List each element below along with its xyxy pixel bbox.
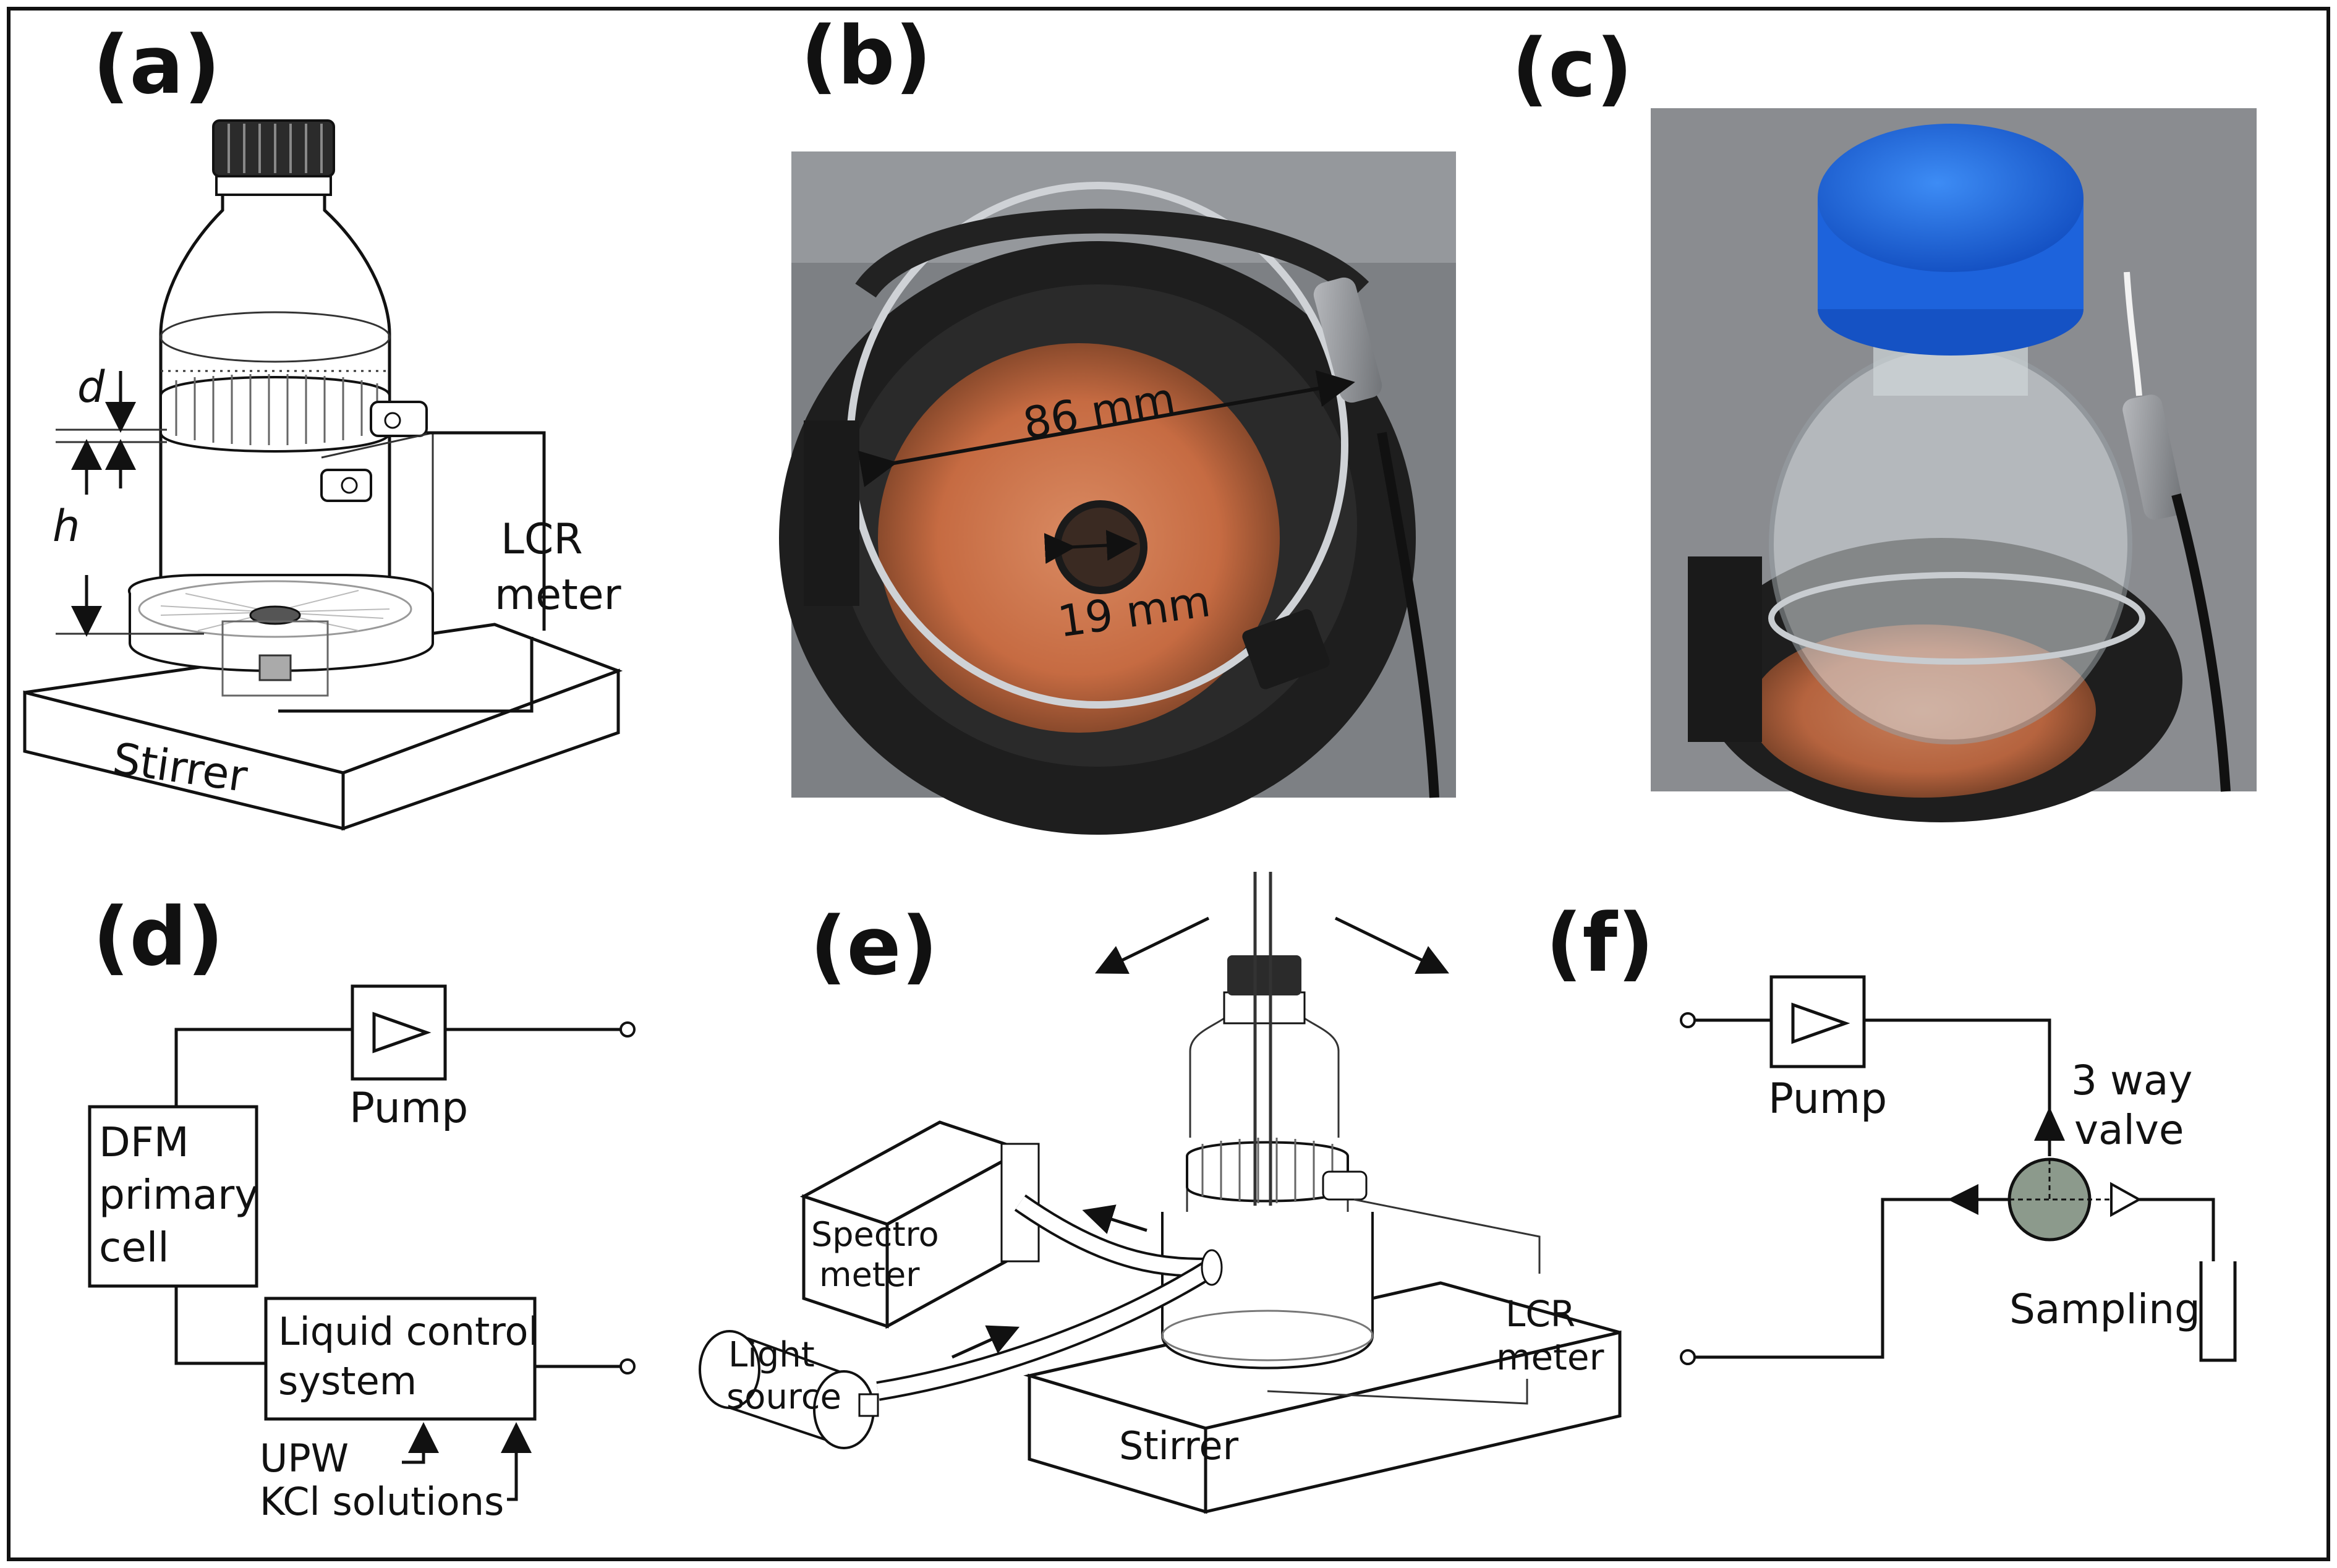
dfm-cell-box [88, 1105, 258, 1288]
upw-label: UPW [260, 1436, 349, 1481]
light-line1: Light [728, 1335, 815, 1375]
lcr-e-line1: LCR [1505, 1293, 1575, 1335]
panel-e-label: (e) [810, 899, 938, 993]
photo-c-cap-top [1818, 124, 2084, 272]
sampling-label: Sampling [2009, 1285, 2200, 1333]
dimension-lines [56, 371, 204, 637]
photo-c-tube [2124, 271, 2142, 396]
photo-c-steel-band [1768, 572, 2145, 665]
dfm-line3: cell [99, 1224, 169, 1271]
pump-f-box [1769, 975, 1866, 1068]
panel-c-label: (c) [1512, 21, 1633, 115]
kcl-arrow [501, 1422, 532, 1501]
panel-c: (c) [1512, 21, 2257, 822]
pump-d-label: Pump [349, 1084, 468, 1133]
pump-d-symbol [372, 1012, 432, 1054]
cell-e-body [1161, 872, 1374, 1370]
dim-h-label: h [53, 501, 80, 552]
port-f-top [1680, 1012, 1696, 1028]
lcr-wire-top [427, 431, 546, 631]
lcr-e-line2: meter [1496, 1336, 1604, 1378]
panel-d-label: (d) [93, 890, 224, 984]
line-valve-to-port [1695, 1198, 2009, 1359]
kcl-label: KCl solutions [260, 1479, 504, 1524]
upw-arrow [402, 1422, 439, 1464]
light-line2: source [726, 1377, 841, 1417]
liquid-control-box [264, 1297, 537, 1421]
figure-border [7, 7, 2330, 1561]
light-direction-arrow-2 [951, 1325, 1020, 1359]
line-valve-to-sampling [2139, 1198, 2215, 1261]
photo-b-left-bracket [804, 420, 859, 606]
dfm-line2: primary [99, 1171, 258, 1219]
arrow-to-d [1095, 916, 1210, 974]
lcr-e-wire-bottom [1267, 1379, 1528, 1405]
photo-b-clamp [1313, 277, 1382, 403]
holder-cylinder [127, 432, 434, 697]
valve-right-arrow [2110, 1182, 2142, 1217]
lcr-wire-bottom [278, 637, 534, 713]
panel-f-label: (f) [1546, 896, 1654, 990]
valve-line1: 3 way [2071, 1057, 2192, 1104]
valve-line2: valve [2074, 1106, 2184, 1154]
lcr-label-line2: meter [495, 571, 621, 620]
pump-f-label: Pump [1768, 1075, 1887, 1123]
panel-f: (f) Pump 3 way valve Sampling [1546, 896, 2237, 1365]
panel-e: (e) Stirrer [699, 872, 1622, 1514]
spectrometer-box [799, 1120, 1040, 1329]
lcr-e-wire-top [1353, 1198, 1541, 1274]
panel-b-label: (b) [801, 9, 932, 103]
dfm-line1: DFM [99, 1118, 189, 1166]
port-f-bottom [1680, 1349, 1696, 1365]
stirrer-e-label: Stirrer [1119, 1423, 1239, 1468]
bottle-drawing [159, 119, 391, 594]
port-d-top [619, 1021, 636, 1038]
dim-86mm-arrow [858, 370, 1355, 487]
fiber-port [1201, 1249, 1223, 1286]
fiber-to-light [877, 1261, 1216, 1399]
photo-b-black-strap [855, 208, 1369, 300]
pump-f-symbol [1791, 1002, 1850, 1044]
valve-inlet-arrow [2034, 1107, 2065, 1141]
line-dfm-to-lcs [174, 1286, 266, 1365]
panel-a: (a) Stirrer [23, 18, 623, 831]
line-dfm-to-pump [174, 1028, 352, 1107]
light-direction-arrow-1 [1082, 1204, 1147, 1234]
port-d-bottom [619, 1358, 636, 1374]
photo-b-cable [1377, 432, 1439, 798]
lcr-label-line1: LCR [501, 515, 583, 564]
light-source-cylinder [699, 1330, 879, 1449]
line-pump-to-valve [1864, 1018, 2051, 1156]
photo-c-left-bracket [1688, 556, 1762, 742]
spectro-line2: meter [819, 1255, 920, 1294]
photo-c-glass-bottle [1769, 344, 2132, 744]
photo-c-clamp [2122, 394, 2184, 520]
dim-19mm-arrow [1044, 530, 1138, 564]
sampling-vial [2199, 1261, 2237, 1362]
photo-c-cable [2171, 493, 2231, 792]
panel-d: (d) Pump DFM primary cell Liquid control… [88, 890, 636, 1524]
dim-d-label: d [77, 362, 105, 412]
photo-b-connector [1242, 609, 1330, 689]
lcs-line1: Liquid control [278, 1309, 539, 1354]
band-electrode [160, 374, 428, 453]
spectro-line1: Spectro [811, 1215, 939, 1254]
panel-a-label: (a) [93, 18, 221, 112]
lcs-line2: system [278, 1358, 417, 1404]
panel-b: (b) 86 mm 19 mm [779, 9, 1456, 835]
arrow-to-f [1334, 916, 1449, 974]
